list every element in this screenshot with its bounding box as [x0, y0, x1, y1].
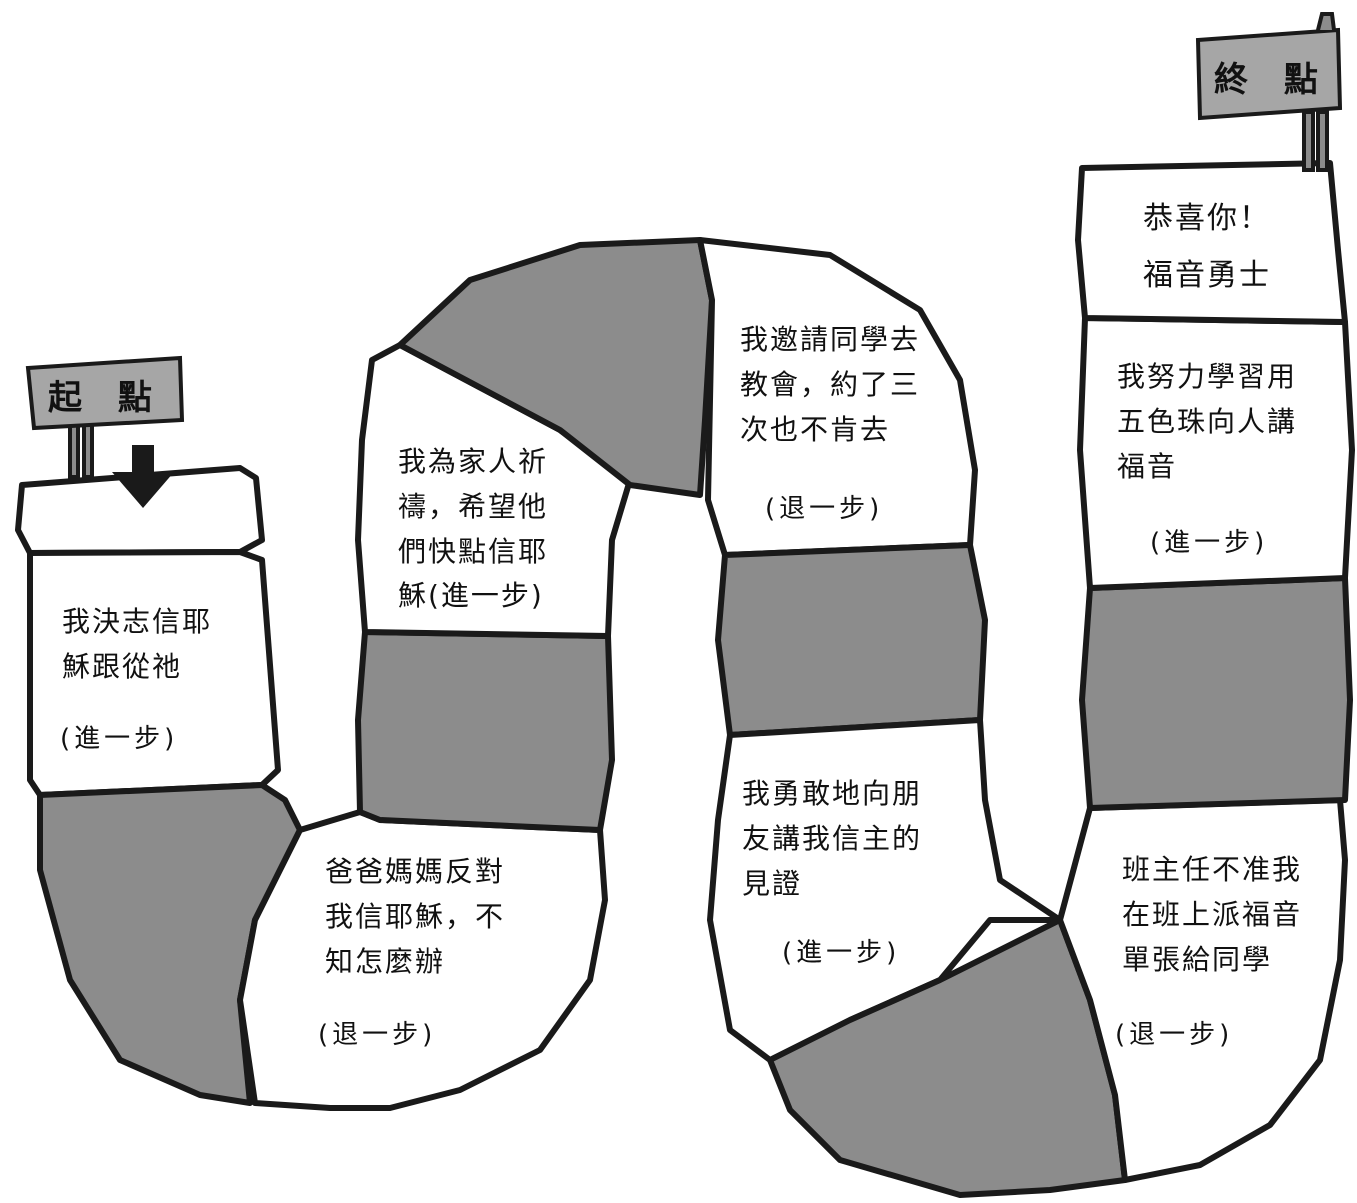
shaded-square[interactable]	[715, 542, 988, 738]
arrow-down-icon	[112, 445, 174, 508]
square-6-text: 班主任不准我 在班上派福音 單張給同學	[1122, 853, 1303, 976]
square-7-text: 我努力學習用 五色珠向人講 福音	[1117, 360, 1298, 483]
square-6-step: (退一步)	[1115, 1020, 1234, 1050]
shaded-square[interactable]	[355, 629, 615, 833]
square-1-text: 我決志信耶 穌跟從祂	[62, 605, 213, 683]
square-3-text: 我為家人祈 禱，希望他 們快點信耶 穌(進一步)	[398, 445, 549, 613]
start-tile[interactable]	[15, 465, 265, 556]
shaded-square[interactable]	[1079, 575, 1353, 811]
square-7-step: (進一步)	[1150, 528, 1269, 558]
square-1-step: (進一步)	[60, 724, 179, 754]
square-2-text: 爸爸媽媽反對 我信耶穌，不 知怎麼辦	[325, 855, 506, 978]
finish-tile[interactable]	[1075, 160, 1348, 325]
start-sign	[25, 355, 185, 479]
square-2-step: (退一步)	[318, 1020, 437, 1050]
square-4-text: 我邀請同學去 教會，約了三 次也不肯去	[740, 323, 921, 446]
finish-sign	[1195, 12, 1343, 172]
square-5-text: 我勇敢地向朋 友講我信主的 見證	[742, 777, 923, 900]
board-square-4[interactable]	[697, 237, 978, 558]
square-5-step: (進一步)	[782, 938, 901, 968]
start-label: 起 點	[48, 378, 164, 418]
finish-label: 終 點	[1214, 60, 1330, 100]
finish-text: 恭喜你！ 福音勇士	[1143, 201, 1271, 293]
board-square-1[interactable]	[27, 549, 281, 798]
square-4-step: (退一步)	[765, 494, 884, 524]
